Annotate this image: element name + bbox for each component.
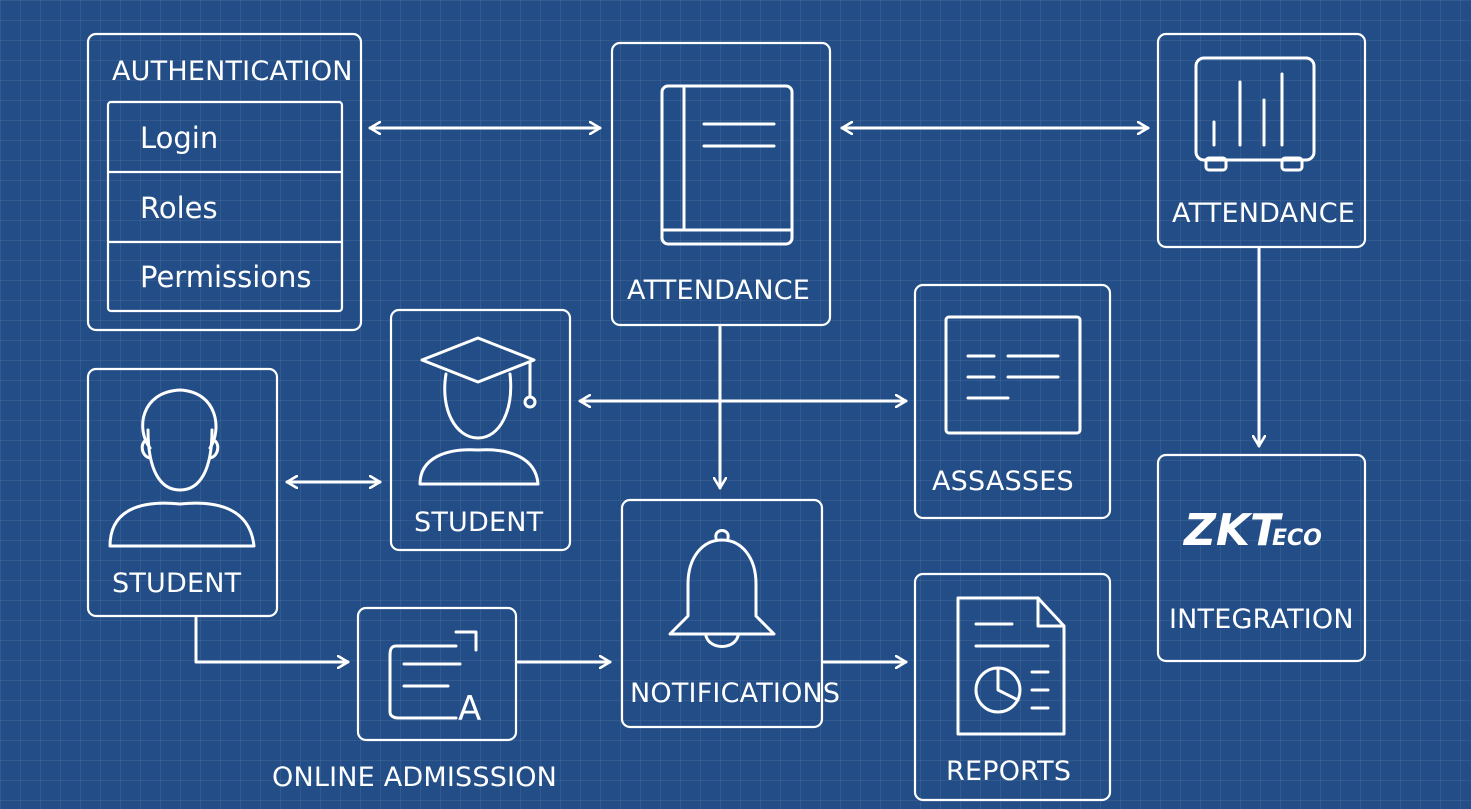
graduate-icon: [418, 336, 540, 486]
zkteco-logo: ZKT ECO: [1182, 505, 1322, 556]
auth-item-permissions[interactable]: Permissions: [140, 260, 312, 294]
report-chart-icon: [956, 596, 1066, 736]
attendance-device-module[interactable]: ATTENDANCE: [1156, 32, 1367, 249]
attendance-book-module[interactable]: ATTENDANCE: [610, 41, 832, 327]
online-admission-module[interactable]: A: [356, 606, 518, 742]
form-icon: A: [388, 630, 481, 729]
notifications-label: NOTIFICATIONS: [630, 678, 840, 709]
auth-item-roles[interactable]: Roles: [140, 191, 218, 225]
student-left-module[interactable]: STUDENT: [86, 367, 279, 618]
student-center-label: STUDENT: [414, 507, 544, 538]
reports-module[interactable]: REPORTS: [913, 572, 1112, 802]
user-icon: [108, 388, 256, 548]
bell-icon: [668, 529, 776, 648]
assasses-label: ASSASSES: [932, 466, 1074, 497]
online-admission-label: ONLINE ADMISSSION: [272, 762, 557, 793]
student-left-label: STUDENT: [112, 568, 242, 599]
logo-suffix: ECO: [1272, 526, 1322, 551]
connectors: [194, 128, 1259, 662]
form-icon-letter: A: [458, 689, 481, 729]
connector-student-admission: [194, 616, 350, 662]
assasses-module[interactable]: ASSASSES: [913, 283, 1112, 520]
document-list-icon: [944, 315, 1082, 435]
authentication-module: AUTHENTICATION Login Roles Permissions: [86, 32, 363, 332]
reports-label: REPORTS: [946, 756, 1071, 787]
attendance-book-label: ATTENDANCE: [627, 275, 810, 306]
integration-module[interactable]: ZKT ECO INTEGRATION: [1156, 453, 1367, 663]
notifications-module[interactable]: NOTIFICATIONS: [620, 498, 840, 729]
logo-main: ZKT: [1182, 505, 1283, 556]
attendance-device-label: ATTENDANCE: [1172, 198, 1355, 229]
book-icon: [660, 84, 794, 246]
auth-item-login[interactable]: Login: [140, 121, 218, 155]
attendance-device-icon: [1194, 56, 1316, 172]
student-center-module[interactable]: STUDENT: [389, 308, 572, 552]
integration-label: INTEGRATION: [1169, 604, 1354, 635]
authentication-title: AUTHENTICATION: [112, 56, 353, 87]
